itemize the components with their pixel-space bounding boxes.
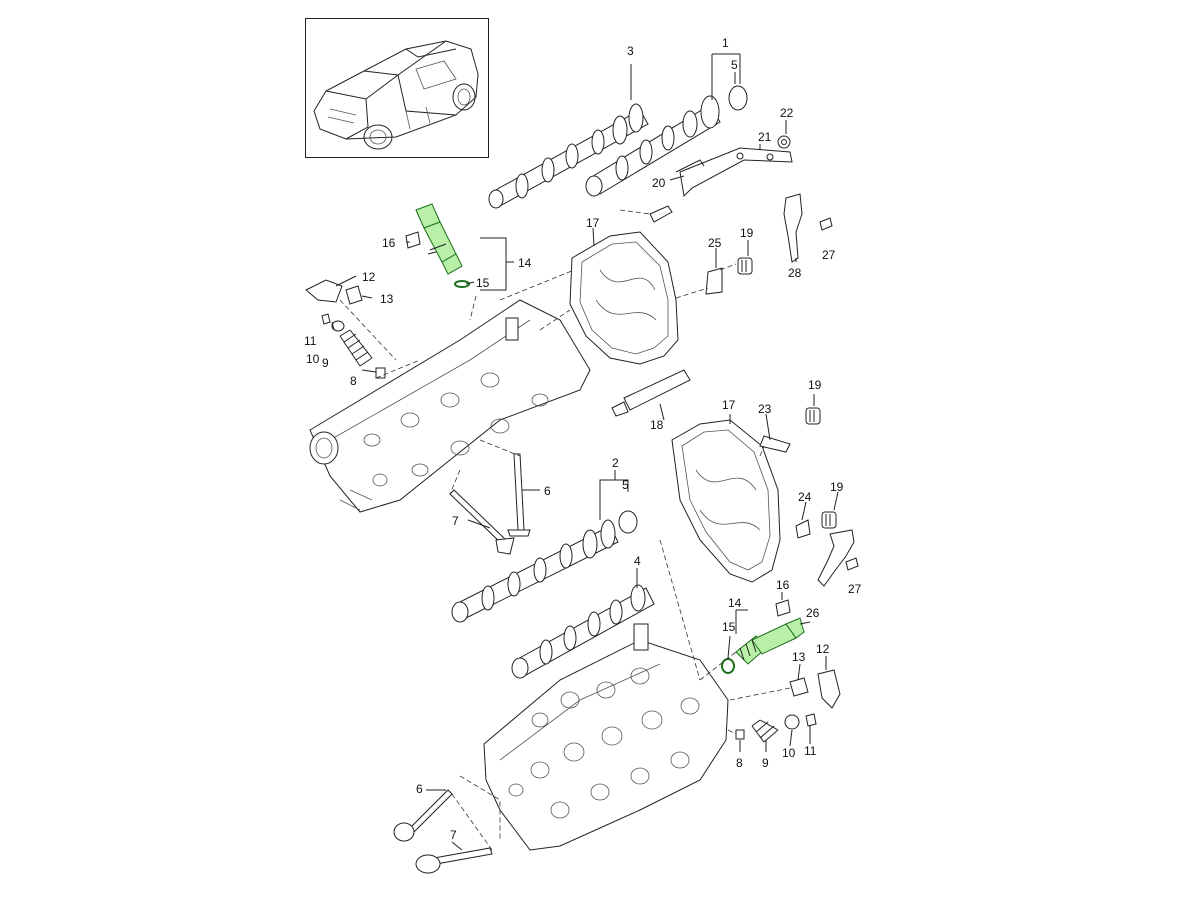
callout-17-lower: 17	[722, 398, 736, 412]
callout-28: 28	[788, 266, 802, 280]
oring-15-upper	[454, 280, 470, 288]
callout-18: 18	[650, 418, 664, 432]
callout-15-lower: 15	[722, 620, 736, 634]
valve-seal-8-upper	[375, 367, 386, 379]
bolt-27-lower	[845, 557, 859, 571]
bracket-24	[795, 519, 811, 539]
callout-19-middle: 19	[808, 378, 822, 392]
valve-7-lower	[415, 847, 493, 874]
callout-14-upper: 14	[518, 256, 532, 270]
callout-15-upper: 15	[476, 276, 490, 290]
callout-12-upper: 12	[362, 270, 376, 284]
valve-seal-8-lower	[735, 729, 745, 740]
callout-5-lower: 5	[622, 478, 629, 492]
callout-4: 4	[634, 554, 641, 568]
callout-13-lower: 13	[792, 650, 806, 664]
callout-21: 21	[758, 130, 772, 144]
callout-3: 3	[627, 44, 634, 58]
callout-12-lower: 12	[816, 642, 830, 656]
lash-adjuster-13-lower	[789, 677, 809, 697]
rocker-arm-12-lower	[817, 669, 841, 709]
bolt-16-lower	[775, 599, 791, 617]
callout-23: 23	[758, 402, 772, 416]
valve-spring-9-upper	[339, 329, 373, 367]
callout-20: 20	[652, 176, 666, 190]
bolt-19-lower	[821, 511, 837, 529]
leader-lines	[331, 53, 839, 851]
callout-19-lower: 19	[830, 480, 844, 494]
callout-10-lower: 10	[782, 746, 796, 760]
assembly-lines	[339, 209, 791, 851]
callout-26: 26	[806, 606, 820, 620]
callout-11-upper: 11	[304, 334, 317, 348]
suv-illustration	[313, 40, 479, 150]
callout-27-upper: 27	[822, 248, 836, 262]
callout-14-lower: 14	[728, 596, 742, 610]
callout-9-upper: 9	[322, 356, 329, 370]
seal-ring-5-lower	[618, 510, 638, 534]
camshaft-1	[585, 95, 721, 197]
callout-7-middle: 7	[452, 514, 459, 528]
valve-key-11-lower	[805, 713, 817, 727]
sealant-tube-18	[623, 369, 691, 411]
callout-13-upper: 13	[380, 292, 394, 306]
callout-25: 25	[708, 236, 722, 250]
bolt-19-upper	[737, 257, 753, 275]
bolt-upper	[649, 205, 673, 223]
callout-11-lower: 11	[804, 744, 817, 758]
valve-cover-17-upper	[569, 231, 679, 365]
valve-key-11-upper	[321, 313, 331, 325]
callout-5-upper: 5	[731, 58, 738, 72]
camshaft-4	[511, 584, 655, 679]
callout-9-lower: 9	[762, 756, 769, 770]
lash-adjuster-13-upper	[345, 285, 363, 305]
valve-spring-9-lower	[751, 719, 779, 743]
seal-ring-5-upper	[728, 85, 748, 111]
cylinder-head-lower	[483, 623, 729, 851]
oring-15-lower	[721, 658, 735, 674]
callout-1-camshaft-group: 1	[722, 36, 729, 50]
bolt-19-middle	[805, 407, 821, 425]
callout-10-upper: 10	[306, 352, 320, 366]
callout-22: 22	[780, 106, 794, 120]
bracket-28	[783, 193, 803, 263]
callout-17-upper: 17	[586, 216, 600, 230]
spring-retainer-10-upper	[331, 320, 345, 332]
callout-27-lower: 27	[848, 582, 862, 596]
callout-6-middle: 6	[544, 484, 551, 498]
callout-6-lower: 6	[416, 782, 423, 796]
valve-cover-17-lower	[671, 419, 781, 583]
vehicle-thumbnail	[305, 18, 489, 158]
bracket-21	[675, 147, 793, 198]
camshaft-3	[488, 103, 649, 209]
callout-19-upper: 19	[740, 226, 754, 240]
bolt-27-upper	[819, 217, 833, 231]
rocker-arm-12-upper	[305, 279, 343, 303]
solenoid-valve-14-lower	[735, 617, 805, 665]
valve-6-middle	[507, 453, 531, 537]
bolt-16-upper	[405, 231, 421, 249]
spring-retainer-10-lower	[784, 714, 800, 730]
callout-2: 2	[612, 456, 619, 470]
bracket-lower	[817, 529, 855, 587]
solenoid-valve-14-upper	[415, 203, 463, 275]
nut-22	[777, 135, 791, 149]
valve-6-lower	[393, 789, 453, 842]
clip-23	[759, 435, 791, 453]
callout-8-lower: 8	[736, 756, 743, 770]
bracket-25	[705, 267, 723, 295]
valve-7-middle	[449, 489, 515, 555]
callout-24: 24	[798, 490, 812, 504]
callout-8-upper: 8	[350, 374, 357, 388]
callout-7-lower: 7	[450, 828, 457, 842]
camshaft-2	[451, 519, 619, 623]
callout-16-lower: 16	[776, 578, 790, 592]
cylinder-head-upper	[309, 299, 591, 513]
callout-16-upper: 16	[382, 236, 396, 250]
